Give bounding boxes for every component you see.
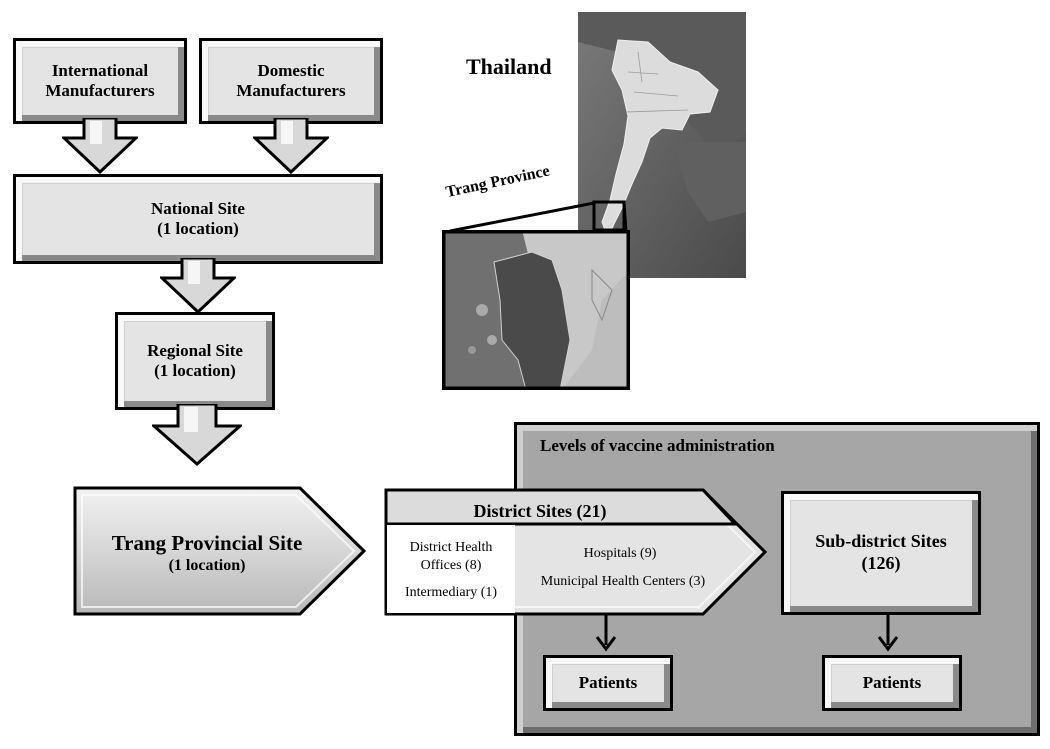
regional-title: Regional Site [147,340,243,360]
national-site-box: National Site (1 location) [13,174,383,264]
thailand-label: Thailand [466,54,552,79]
arrow-to-patients-right [877,615,899,652]
subdistrict-sites-box: Sub-district Sites (126) [781,491,981,615]
regional-sub: (1 location) [154,361,236,380]
dho-line1: District Health [409,540,493,555]
domestic-line1: Domestic [257,60,325,80]
intermediary: Intermediary (1) [404,585,498,600]
provincial-sub: (1 location) [168,557,246,574]
administration-title: Levels of vaccine administration [540,436,775,455]
international-manufacturers-box: International Manufacturers [13,38,187,124]
patients-box-left: Patients [543,655,673,711]
national-sub: (1 location) [157,219,239,238]
provincial-arrow-shape [73,486,367,616]
district-health-offices: District Health Offices (8) [388,539,514,574]
patients-box-right: Patients [822,655,962,711]
map-callout-lines [449,201,628,233]
district-arrow-shape [384,488,768,616]
municipal-health-centers: Municipal Health Centers (3) [540,574,706,589]
international-line2: Manufacturers [45,81,155,100]
domestic-line2: Manufacturers [236,81,346,100]
international-line1: International [51,60,149,80]
subdistrict-sub: (126) [861,553,901,573]
patients-right-label: Patients [862,672,922,692]
arrow-down-regional [152,404,242,466]
trang-province-map [442,230,630,390]
arrow-to-patients-left [595,615,617,652]
domestic-manufacturers-box: Domestic Manufacturers [199,38,383,124]
provincial-title: Trang Provincial Site [111,531,303,555]
district-header: District Sites (21) [473,501,607,521]
arrow-down-domestic [253,118,329,174]
hospitals: Hospitals (9) [583,546,657,561]
subdistrict-title: Sub-district Sites [815,531,947,552]
national-title: National Site [151,198,245,218]
regional-site-box: Regional Site (1 location) [115,312,275,410]
arrow-down-national [160,258,236,314]
patients-left-label: Patients [578,672,638,692]
dho-line2: Offices (8) [420,557,482,573]
arrow-down-international [62,118,138,174]
